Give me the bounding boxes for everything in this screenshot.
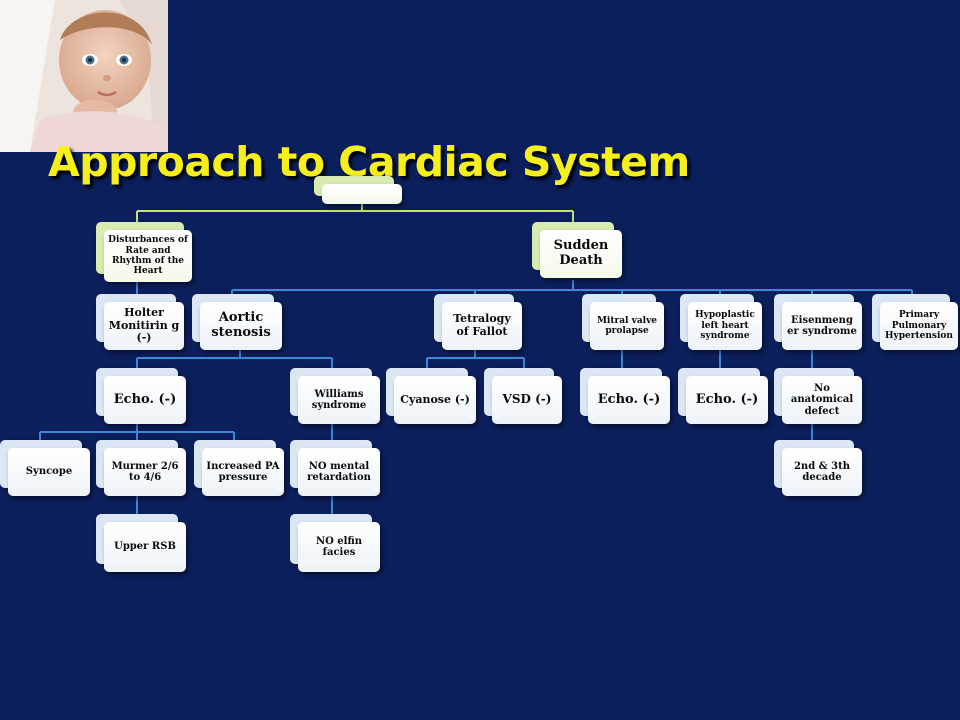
node-no-elfin: NO elfin facies <box>290 514 380 572</box>
node-echo-mitral: Echo. (-) <box>580 368 670 424</box>
node-mitral: Mitral valve prolapse <box>582 294 664 350</box>
node-decade: 2nd & 3th decade <box>774 440 862 496</box>
node-no-anatomical: No anatomical defect <box>774 368 862 424</box>
node-aortic-stenosis: Aortic stenosis <box>192 294 282 350</box>
root-node <box>314 176 402 204</box>
node-williams: Williams syndrome <box>290 368 380 424</box>
node-cyanose: Cyanose (-) <box>386 368 476 424</box>
node-tetralogy: Tetralogy of Fallot <box>434 294 522 350</box>
node-upper-rsb: Upper RSB <box>96 514 186 572</box>
baby-photo <box>0 0 168 152</box>
node-no-mental: NO mental retardation <box>290 440 380 496</box>
node-syncope: Syncope <box>0 440 90 496</box>
baby-photo-image <box>0 0 168 152</box>
node-sudden-death: Sudden Death <box>532 222 622 278</box>
node-echo-aortic: Echo. (-) <box>96 368 186 424</box>
node-echo-hypo: Echo. (-) <box>678 368 768 424</box>
node-pph: Primary Pulmonary Hypertension <box>872 294 958 350</box>
node-hypoplastic: Hypoplastic left heart syndrome <box>680 294 762 350</box>
node-murmur: Murmer 2/6 to 4/6 <box>96 440 186 496</box>
node-eisenmenger: Eisenmeng er syndrome <box>774 294 862 350</box>
node-holter: Holter Monitirin g (-) <box>96 294 184 350</box>
node-disturbances: Disturbances of Rate and Rhythm of the H… <box>96 222 192 282</box>
node-increased-pa: Increased PA pressure <box>194 440 284 496</box>
node-vsd: VSD (-) <box>484 368 562 424</box>
